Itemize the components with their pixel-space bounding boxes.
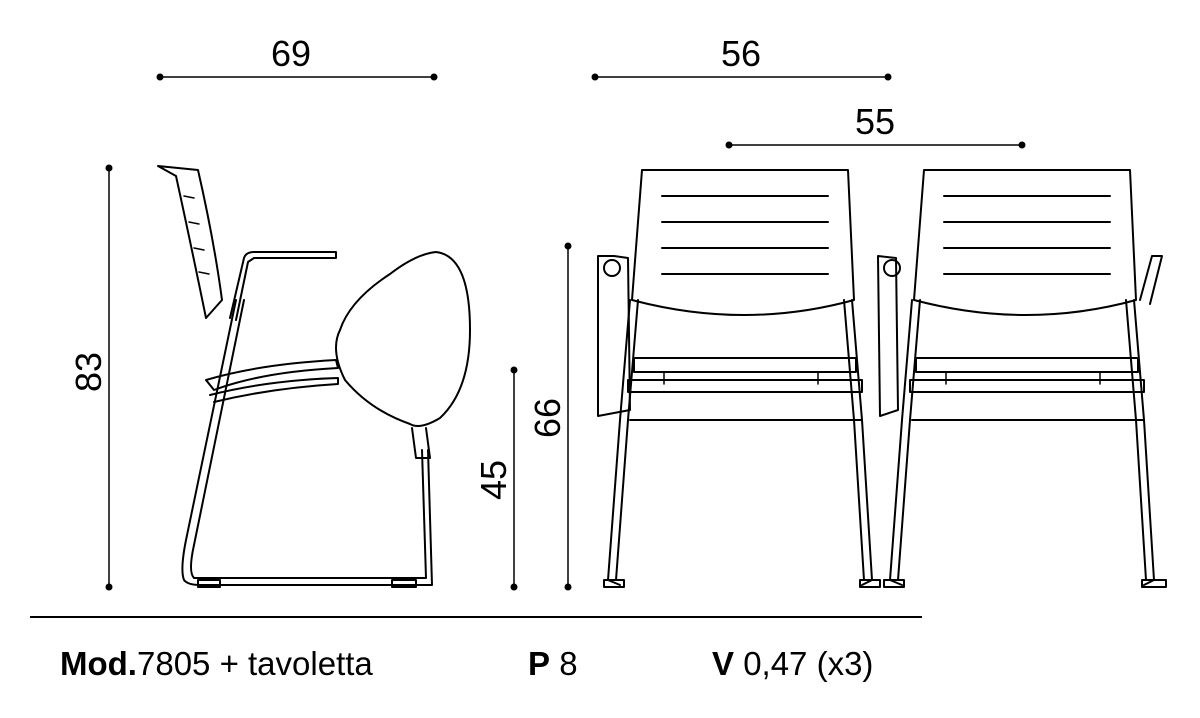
caption-model: Mod.7805 + tavoletta bbox=[60, 642, 373, 686]
caption-v: V 0,47 (x3) bbox=[712, 642, 873, 686]
dim-label-55: 55 bbox=[855, 101, 895, 142]
dim-label-45: 45 bbox=[473, 460, 514, 500]
dimension-height-tablet: 66 bbox=[527, 242, 572, 591]
chair-front-view-right bbox=[877, 169, 1167, 588]
dim-label-69: 69 bbox=[271, 33, 311, 74]
v-value: 0,47 (x3) bbox=[743, 645, 874, 682]
chair-front-view-left bbox=[597, 169, 881, 588]
dimension-width-side: 69 bbox=[156, 33, 438, 81]
dimension-height-total: 83 bbox=[68, 164, 113, 591]
dim-label-66: 66 bbox=[527, 398, 568, 438]
dim-label-83: 83 bbox=[68, 352, 109, 392]
caption-p: P 8 bbox=[528, 642, 578, 686]
dimension-width-front: 56 bbox=[591, 33, 892, 81]
p-value: 8 bbox=[559, 645, 578, 682]
chair-side-view bbox=[157, 165, 471, 588]
model-label: Mod. bbox=[60, 645, 137, 682]
dimension-width-inner: 55 bbox=[725, 101, 1026, 149]
dimension-height-seat: 45 bbox=[473, 366, 518, 591]
v-label: V bbox=[712, 645, 735, 682]
p-label: P bbox=[528, 645, 551, 682]
dim-label-56: 56 bbox=[721, 33, 761, 74]
model-value: 7805 + tavoletta bbox=[136, 645, 373, 682]
caption-rule bbox=[30, 616, 922, 618]
